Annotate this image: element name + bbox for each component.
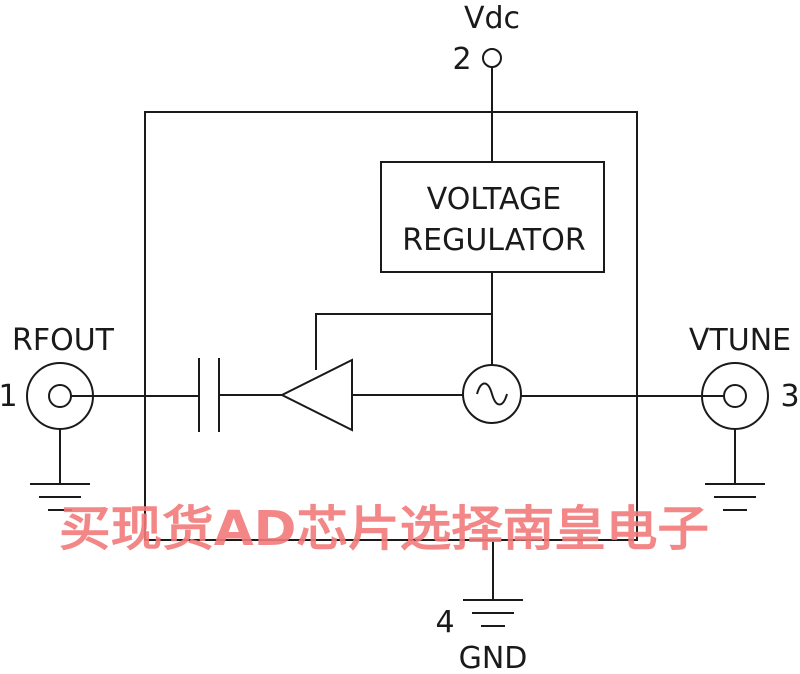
vtune-connector-inner-icon bbox=[723, 384, 747, 408]
rfout-pin-number: 1 bbox=[0, 379, 18, 414]
sine-wave-icon bbox=[476, 382, 508, 406]
vtune-ground-icon bbox=[705, 483, 765, 511]
gnd-label: GND bbox=[459, 641, 528, 674]
vtune-pin-number: 3 bbox=[780, 379, 799, 414]
amplifier-supply-wire bbox=[315, 313, 492, 370]
rfout-label: RFOUT bbox=[12, 323, 115, 358]
watermark-text: 买现货AD芯片选择南皇电子 bbox=[59, 501, 709, 557]
vdc-pin-icon bbox=[482, 48, 502, 68]
package-outline bbox=[144, 111, 638, 541]
rfout-ground-icon bbox=[30, 483, 90, 511]
regulator-label-line1: VOLTAGE bbox=[427, 182, 561, 217]
vtune-label: VTUNE bbox=[689, 323, 791, 358]
rfout-connector-inner-icon bbox=[48, 384, 72, 408]
gnd-pin-number: 4 bbox=[435, 605, 454, 640]
vdc-label: Vdc bbox=[464, 1, 520, 36]
triangle-amplifier-icon bbox=[279, 358, 353, 432]
regulator-label-line2: REGULATOR bbox=[402, 223, 585, 258]
vdc-pin-number: 2 bbox=[452, 42, 471, 77]
gnd-ground-icon bbox=[463, 599, 523, 627]
